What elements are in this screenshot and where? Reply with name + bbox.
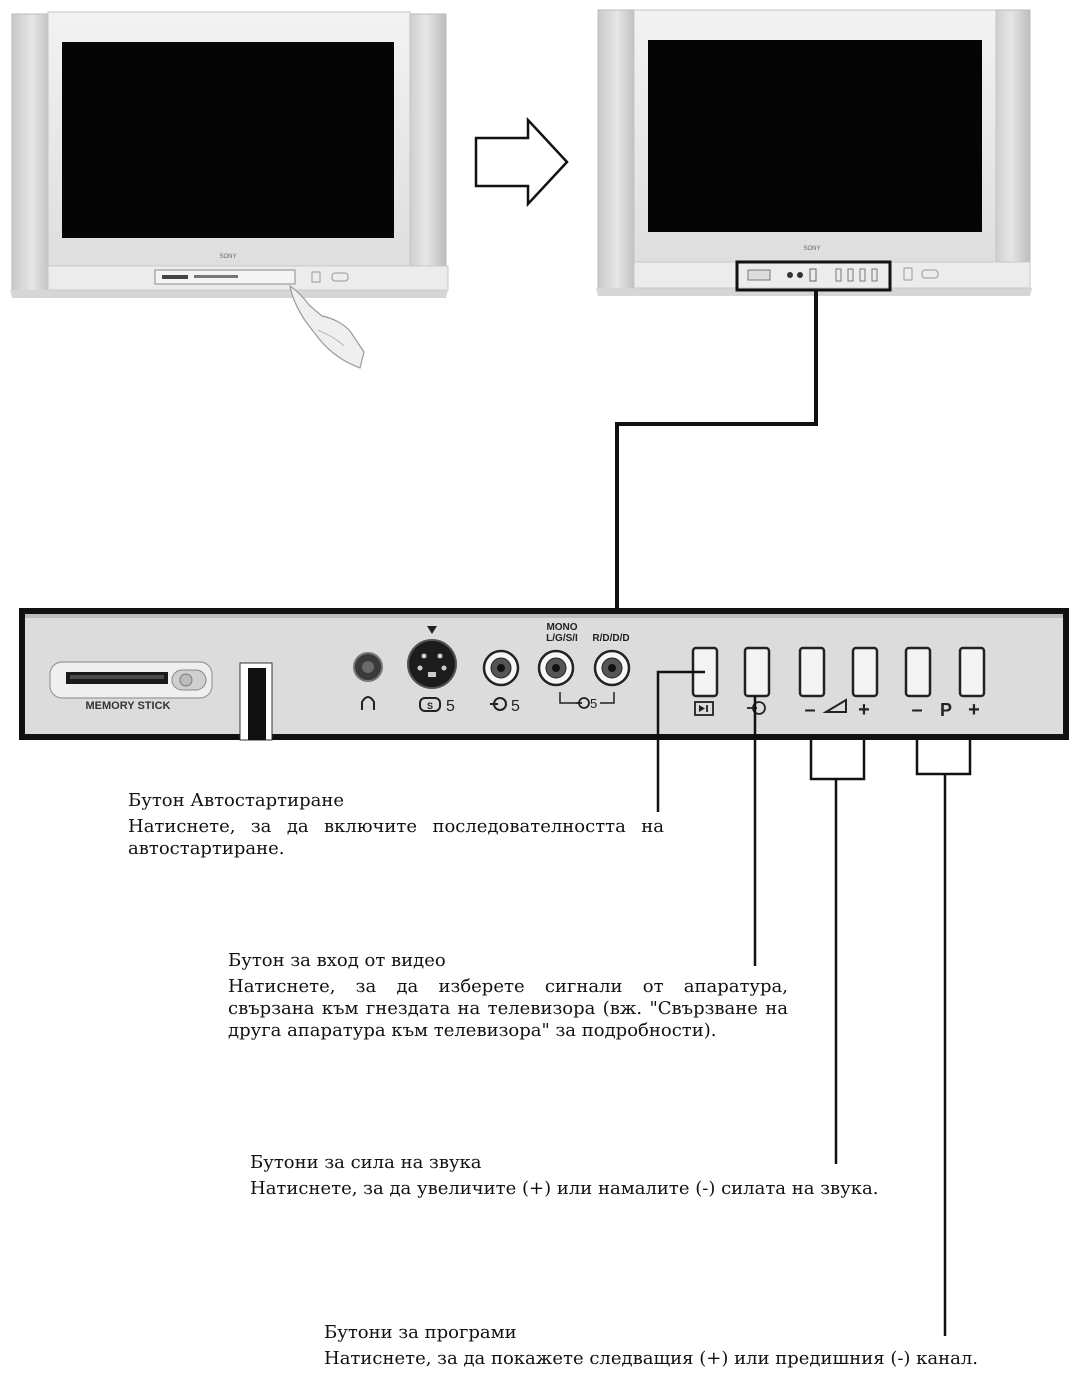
svg-text:S: S bbox=[427, 701, 433, 711]
tv2-brand: SONY bbox=[803, 246, 820, 252]
callout-volume: Бутони за сила на звука Натиснете, за да… bbox=[250, 1152, 930, 1200]
program-label: P bbox=[940, 700, 952, 720]
autostart-icon bbox=[694, 701, 714, 716]
tv1-screen bbox=[62, 42, 394, 238]
audio-input-icon bbox=[576, 697, 590, 709]
callout-video-input-body: Натиснете, за да изберете сигнали от апа… bbox=[228, 976, 788, 1041]
zoom-connector-line bbox=[615, 291, 818, 608]
tv2-right-speaker bbox=[991, 9, 1031, 293]
video-input-number: 5 bbox=[511, 698, 520, 715]
control-panel: MEMORY STICK S 5 bbox=[19, 608, 1069, 741]
callout-video-input: Бутон за вход от видео Натиснете, за да … bbox=[228, 950, 788, 1042]
callout-autostart-title: Бутон Автостартиране bbox=[128, 790, 345, 811]
callout-programs-title: Бутони за програми bbox=[324, 1322, 517, 1343]
transition-arrow-icon bbox=[474, 116, 569, 208]
leader-volume-bracket bbox=[809, 734, 866, 781]
volume-up-button[interactable] bbox=[851, 646, 879, 698]
tv2-lower-strip bbox=[633, 261, 1031, 289]
callout-programs-body: Натиснете, за да покажете следващия (+) … bbox=[324, 1348, 979, 1369]
audio-mono-label: MONO bbox=[546, 622, 577, 633]
tv1-right-speaker bbox=[405, 13, 447, 293]
svideo-input-icon: S bbox=[419, 697, 441, 712]
headphone-jack[interactable] bbox=[353, 652, 383, 682]
callout-programs: Бутони за програми Натиснете, за да пока… bbox=[324, 1322, 1024, 1370]
hand-pressing-icon bbox=[289, 284, 365, 369]
leader-program-bracket bbox=[915, 734, 972, 776]
svideo-marker-icon bbox=[427, 626, 437, 634]
audio-left-jack[interactable] bbox=[537, 649, 575, 687]
leader-autostart bbox=[656, 670, 705, 812]
callout-volume-body: Натиснете, за да увеличите (+) или намал… bbox=[250, 1178, 879, 1199]
program-up-button[interactable] bbox=[958, 646, 986, 698]
audio-right-jack[interactable] bbox=[593, 649, 631, 687]
audio-left-label: L/G/S/I bbox=[546, 633, 578, 644]
callout-autostart-body: Натиснете, за да включите последователно… bbox=[128, 816, 664, 859]
tv1-brand: SONY bbox=[219, 254, 236, 260]
audio-input-number: 5 bbox=[590, 696, 597, 711]
callout-video-input-title: Бутон за вход от видео bbox=[228, 950, 446, 971]
audio-right-label: R/D/D/D bbox=[592, 633, 629, 644]
tv1-base bbox=[10, 290, 448, 298]
headphone-icon bbox=[361, 696, 375, 710]
volume-up-label: + bbox=[858, 699, 870, 721]
callout-autostart: Бутон Автостартиране Натиснете, за да вк… bbox=[128, 790, 664, 860]
callout-volume-title: Бутони за сила на звука bbox=[250, 1152, 482, 1173]
tv-open-panel: SONY bbox=[596, 9, 1032, 296]
tv2-highlight-box bbox=[735, 260, 892, 292]
door-latch bbox=[248, 668, 266, 740]
program-down-button[interactable] bbox=[904, 646, 932, 698]
video-input-button[interactable] bbox=[743, 646, 771, 698]
volume-down-button[interactable] bbox=[798, 646, 826, 698]
memory-stick-label: MEMORY STICK bbox=[86, 700, 171, 712]
video-input-icon bbox=[490, 697, 507, 711]
program-up-label: + bbox=[968, 699, 980, 721]
svideo-input-number: 5 bbox=[446, 698, 455, 715]
volume-down-label: – bbox=[804, 699, 815, 721]
tv-closed-panel: SONY bbox=[10, 11, 449, 369]
program-down-label: – bbox=[911, 699, 922, 721]
svideo-input-jack[interactable] bbox=[407, 639, 457, 689]
tv2-left-speaker bbox=[597, 9, 637, 293]
tv2-screen bbox=[648, 40, 982, 232]
volume-icon bbox=[822, 698, 847, 713]
tv1-left-speaker bbox=[11, 13, 53, 293]
memory-stick-slot[interactable]: MEMORY STICK bbox=[49, 661, 213, 712]
video-input-jack[interactable] bbox=[482, 649, 520, 687]
